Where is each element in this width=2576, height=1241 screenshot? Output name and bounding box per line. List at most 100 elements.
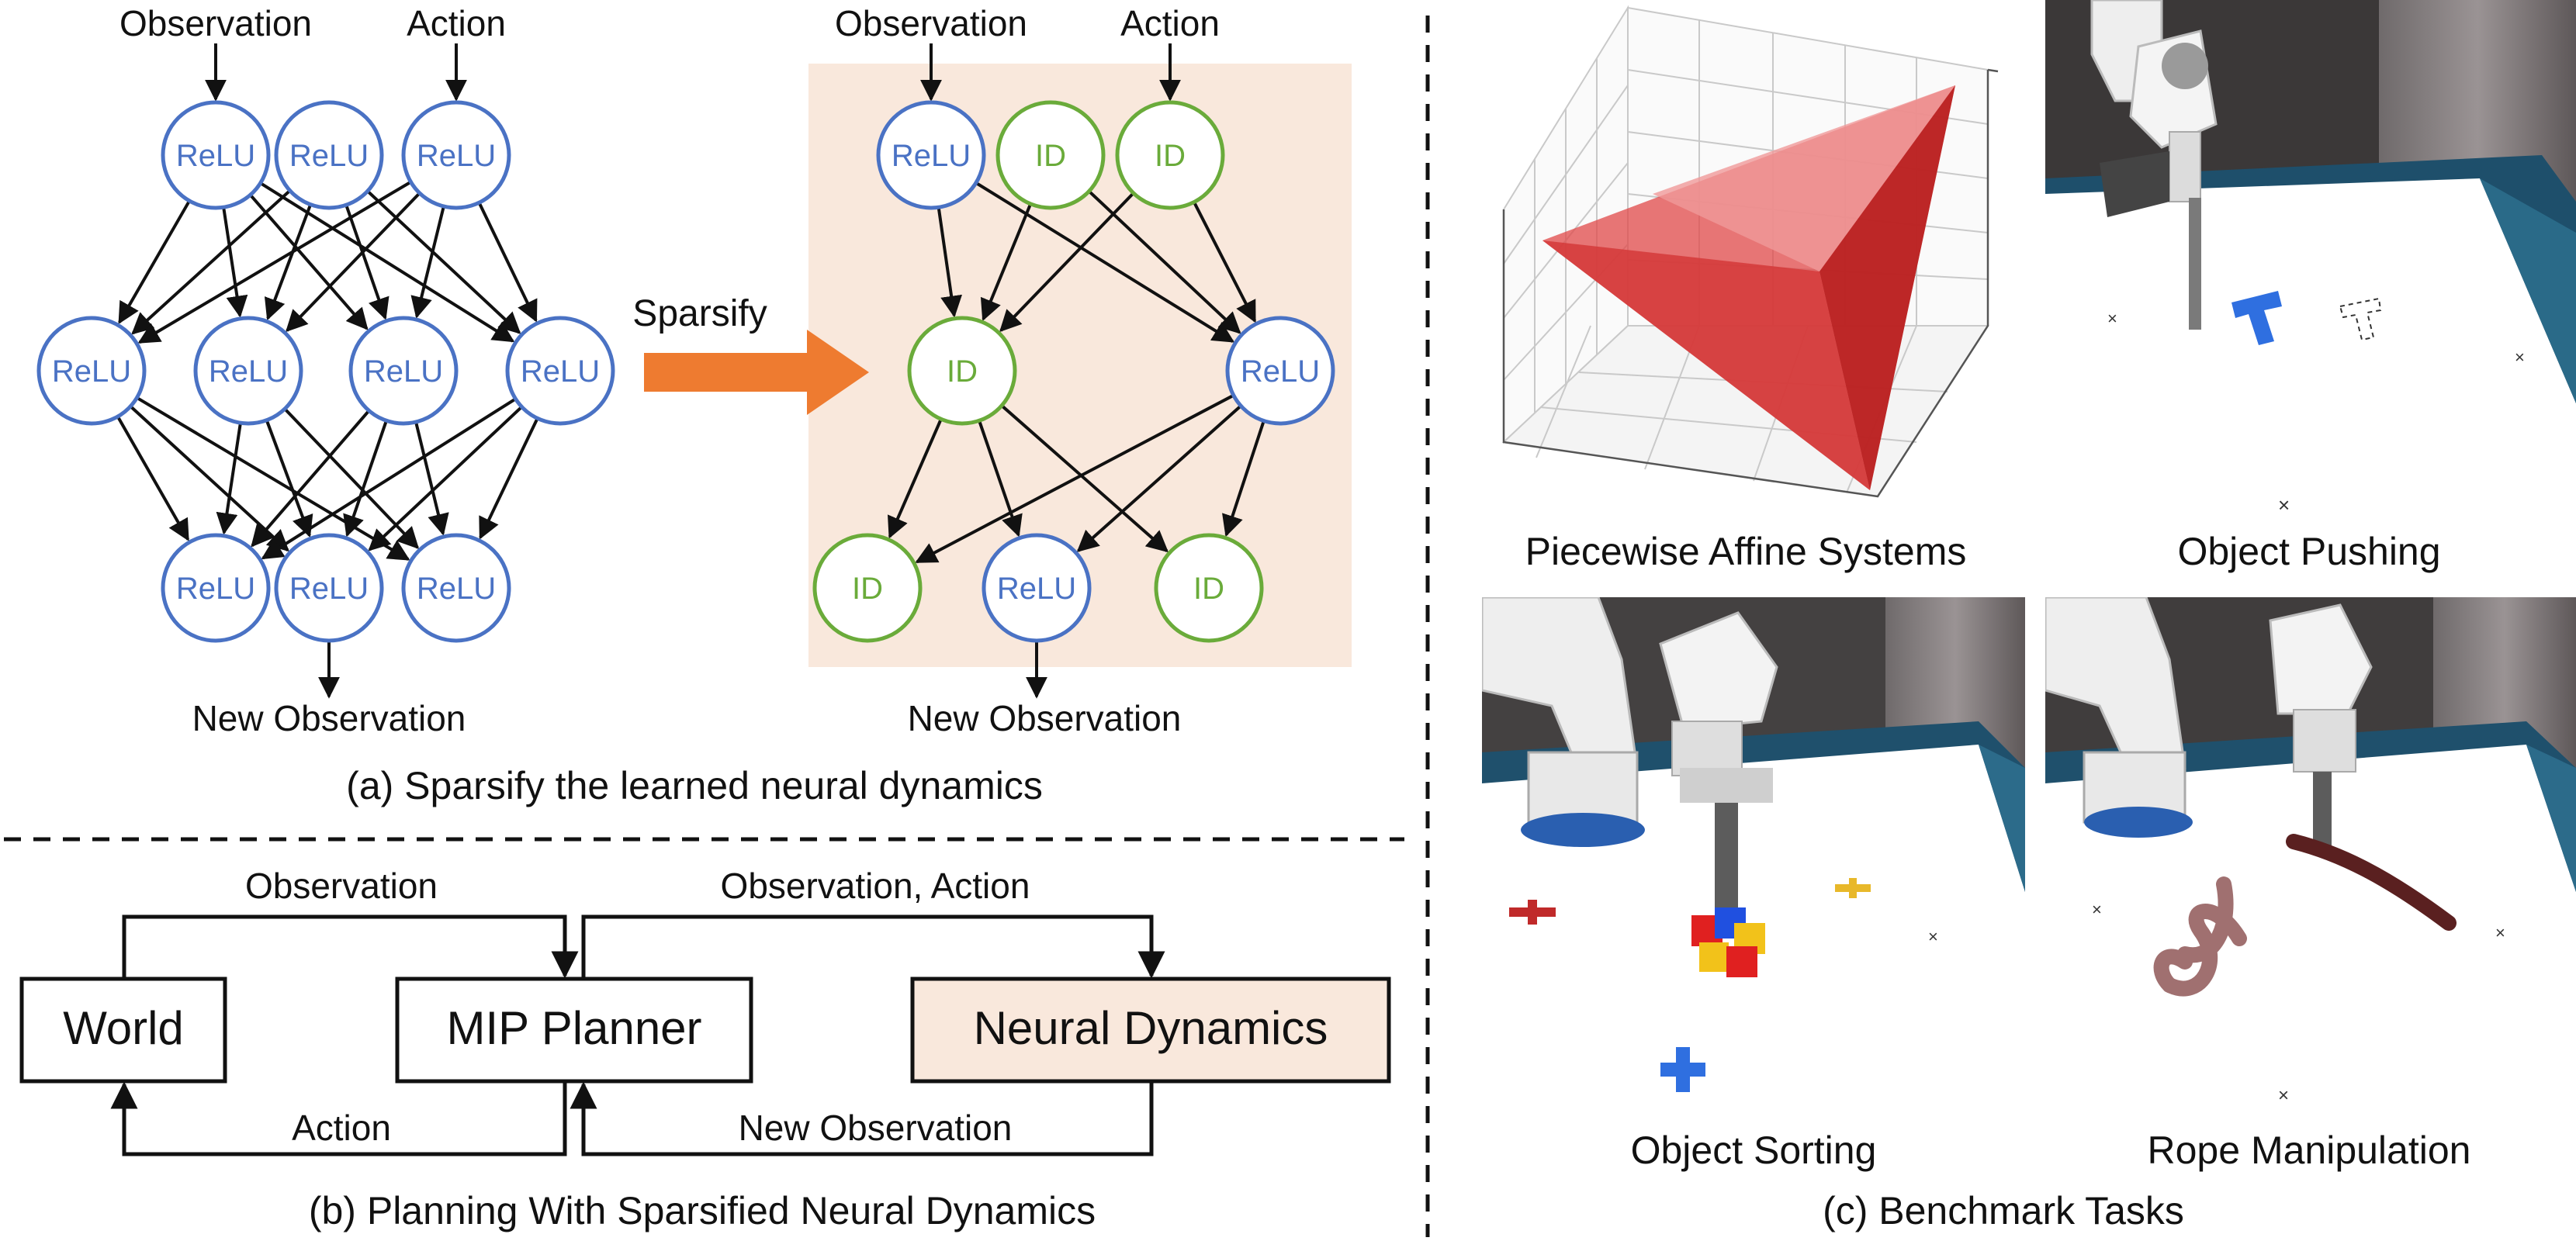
- left-node-relu: [401, 533, 511, 643]
- left-node-label: ReLU: [209, 354, 288, 389]
- left-node-relu: [36, 316, 147, 426]
- edge-planner-to-dynamics: [581, 914, 1165, 979]
- left-connection: [259, 181, 515, 343]
- right-node-id: [812, 533, 923, 643]
- left-connection: [118, 199, 191, 325]
- right-node-label: ID: [852, 572, 883, 606]
- left-connection: [343, 420, 388, 538]
- world-box: [19, 977, 227, 1084]
- left-node-label: ReLU: [417, 572, 496, 606]
- left-connection: [264, 203, 313, 321]
- left-connection: [286, 192, 421, 333]
- right-connection: [937, 207, 963, 318]
- right-action-label: Action: [1120, 3, 1220, 43]
- right-node-label: ID: [1035, 139, 1066, 173]
- svg-text:×: ×: [2092, 900, 2102, 919]
- right-node-label: ReLU: [1241, 354, 1320, 389]
- right-connection: [887, 418, 943, 539]
- right-node-relu: [876, 100, 986, 210]
- world-label: World: [63, 1002, 184, 1054]
- right-connection: [999, 192, 1135, 333]
- edge-label-action: Action: [292, 1108, 391, 1148]
- panel-b: World MIP Planner Neural Dynamics Observ…: [19, 866, 1391, 1232]
- left-connection: [222, 206, 248, 318]
- left-node-relu: [348, 316, 459, 426]
- right-connection: [980, 203, 1033, 321]
- svg-text:×: ×: [1928, 927, 1938, 946]
- left-connection: [261, 397, 517, 560]
- neural-dynamics-box: [910, 977, 1391, 1084]
- left-connection: [479, 417, 539, 540]
- mip-planner-box: [395, 977, 753, 1084]
- right-node-id: [995, 100, 1106, 210]
- edge-world-to-planner: [122, 914, 579, 979]
- right-node-id: [1154, 533, 1264, 643]
- mip-planner-label: MIP Planner: [446, 1002, 701, 1054]
- right-node-relu: [1225, 316, 1335, 426]
- left-connection: [368, 406, 523, 551]
- panel-c-caption: (c) Benchmark Tasks: [1823, 1189, 2184, 1232]
- left-node-relu: [193, 316, 303, 426]
- right-node-label: ReLU: [997, 572, 1076, 606]
- right-node-label: ID: [1155, 139, 1186, 173]
- edge-dynamics-to-planner: [570, 1081, 1154, 1156]
- svg-text:×: ×: [2278, 493, 2290, 517]
- left-connection: [265, 420, 313, 538]
- left-node-label: ReLU: [176, 139, 255, 173]
- sparsify-label: Sparsify: [632, 293, 767, 334]
- left-node-relu: [505, 316, 615, 426]
- edge-label-observation: Observation: [245, 866, 438, 906]
- left-node-relu: [401, 100, 511, 210]
- left-node-label: ReLU: [289, 572, 369, 606]
- left-connection: [116, 416, 190, 541]
- tile-label-rope-manipulation: Rope Manipulation: [2148, 1129, 2471, 1172]
- svg-text:×: ×: [2278, 1085, 2289, 1106]
- left-node-relu: [274, 533, 384, 643]
- left-node-label: ReLU: [364, 354, 443, 389]
- right-connection: [915, 393, 1234, 564]
- left-connection: [414, 421, 449, 536]
- right-node-id: [907, 316, 1017, 426]
- tile-label-object-pushing: Object Pushing: [2177, 530, 2440, 573]
- left-action-label: Action: [407, 3, 506, 43]
- left-connection: [249, 193, 369, 330]
- left-node-label: ReLU: [176, 572, 255, 606]
- left-connection: [410, 206, 445, 319]
- right-node-label: ID: [947, 354, 978, 389]
- right-observation-label: Observation: [835, 3, 1027, 43]
- left-node-label: ReLU: [52, 354, 131, 389]
- panel-b-caption: (b) Planning With Sparsified Neural Dyna…: [309, 1189, 1096, 1232]
- svg-text:×: ×: [2495, 923, 2505, 942]
- left-connection: [345, 204, 390, 320]
- svg-text:×: ×: [2515, 347, 2525, 367]
- edge-label-observation-action: Observation, Action: [721, 866, 1030, 906]
- right-connection: [975, 181, 1235, 343]
- right-node-id: [1115, 100, 1225, 210]
- svg-text:×: ×: [2107, 309, 2117, 328]
- left-node-relu: [161, 100, 271, 210]
- right-node-relu: [982, 533, 1092, 643]
- right-connection: [1000, 404, 1169, 553]
- right-connection: [1222, 420, 1265, 538]
- rope-manipulation-photo: × × ×: [2045, 597, 2576, 1125]
- left-observation-label: Observation: [119, 3, 312, 43]
- tile-label-object-sorting: Object Sorting: [1631, 1129, 1877, 1172]
- edge-planner-to-world: [110, 1081, 567, 1156]
- left-node-label: ReLU: [521, 354, 600, 389]
- right-connection: [978, 420, 1023, 538]
- left-connection: [477, 202, 538, 323]
- right-node-label: ReLU: [892, 139, 971, 173]
- left-node-relu: [274, 100, 384, 210]
- sparsify-arrow: [644, 330, 869, 415]
- right-node-label: ID: [1193, 572, 1224, 606]
- object-sorting-photo: ×: [1482, 597, 2025, 1125]
- left-connection: [131, 189, 292, 335]
- right-connection: [1076, 404, 1242, 552]
- left-connection: [251, 410, 371, 548]
- tile-label-piecewise-affine: Piecewise Affine Systems: [1525, 530, 1967, 573]
- sparsified-network: ReLU ID ID ID ReLU ID ReLU ID: [812, 43, 1335, 699]
- left-node-label: ReLU: [417, 139, 496, 173]
- left-connection: [137, 180, 412, 344]
